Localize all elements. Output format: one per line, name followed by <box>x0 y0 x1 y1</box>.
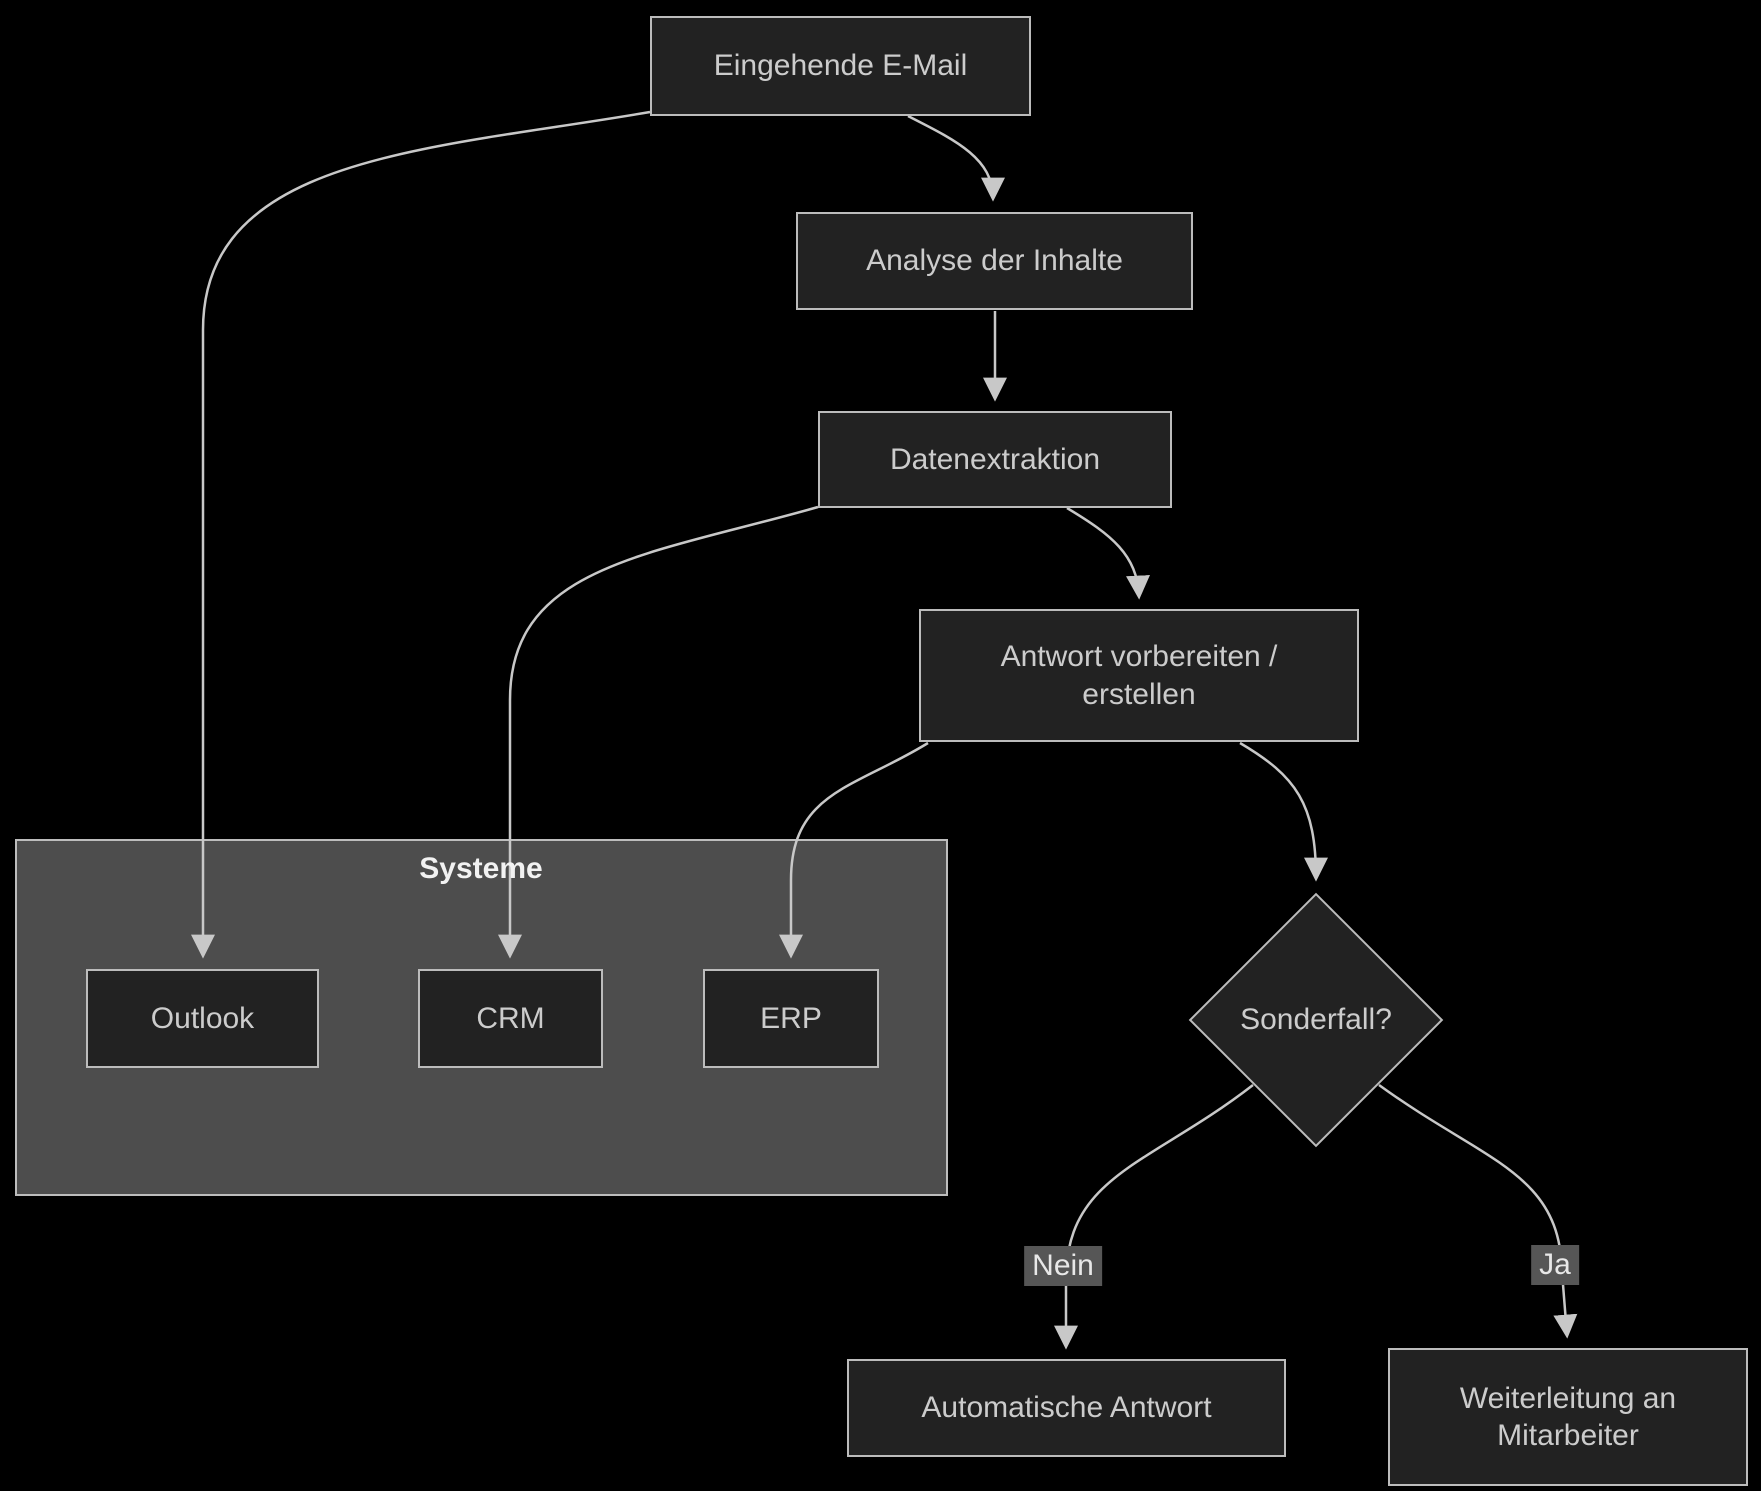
node-analyse-der-inhalte-label: Analyse der Inhalte <box>866 244 1123 278</box>
edge-datenextraktion-to-antwort <box>1066 506 1150 600</box>
node-outlook: Outlook <box>86 969 319 1068</box>
node-weiterleitung-line1: Weiterleitung an <box>1459 1381 1677 1415</box>
node-antwort-vorbereiten: Antwort vorbereiten / erstellen <box>919 609 1359 742</box>
node-erp: ERP <box>703 969 879 1068</box>
node-weiterleitung-line2: Mitarbeiter <box>1497 1419 1639 1452</box>
node-antwort-vorbereiten-label: Antwort vorbereiten / erstellen <box>1001 638 1278 713</box>
edge-antwort-to-erp <box>779 741 929 959</box>
edge-datenextraktion-to-crm <box>498 505 819 959</box>
edge-label-nein: Nein <box>1024 1246 1102 1286</box>
edge-sonderfall-to-weiterleitung <box>1378 1083 1578 1339</box>
node-datenextraktion: Datenextraktion <box>818 411 1172 508</box>
node-analyse-der-inhalte: Analyse der Inhalte <box>796 212 1193 310</box>
edge-eingehende-to-analyse <box>907 114 1005 202</box>
edge-antwort-to-sonderfall <box>1239 741 1328 882</box>
node-crm: CRM <box>418 969 603 1068</box>
edge-eingehende-to-outlook <box>191 110 651 959</box>
node-automatische-antwort-label: Automatische Antwort <box>921 1391 1212 1425</box>
node-crm-label: CRM <box>476 1001 545 1035</box>
node-antwort-line2: erstellen <box>1082 677 1196 711</box>
node-eingehende-email-label: Eingehende E-Mail <box>713 49 968 83</box>
node-sonderfall-label: Sonderfall? <box>1240 1003 1392 1036</box>
edge-sonderfall-to-automatische-antwort <box>1054 1084 1254 1350</box>
node-automatische-antwort: Automatische Antwort <box>847 1359 1286 1457</box>
node-weiterleitung-label: Weiterleitung an Mitarbeiter <box>1460 1380 1676 1455</box>
node-datenextraktion-label: Datenextraktion <box>889 442 1101 476</box>
node-antwort-line1: Antwort vorbereiten / <box>1000 640 1278 673</box>
node-erp-label: ERP <box>760 1001 822 1035</box>
node-outlook-label: Outlook <box>150 1001 255 1035</box>
edge-label-ja: Ja <box>1531 1245 1579 1285</box>
node-weiterleitung-mitarbeiter: Weiterleitung an Mitarbeiter <box>1388 1348 1748 1486</box>
node-eingehende-email: Eingehende E-Mail <box>650 16 1031 116</box>
cluster-systeme-label: Systeme <box>419 852 543 885</box>
